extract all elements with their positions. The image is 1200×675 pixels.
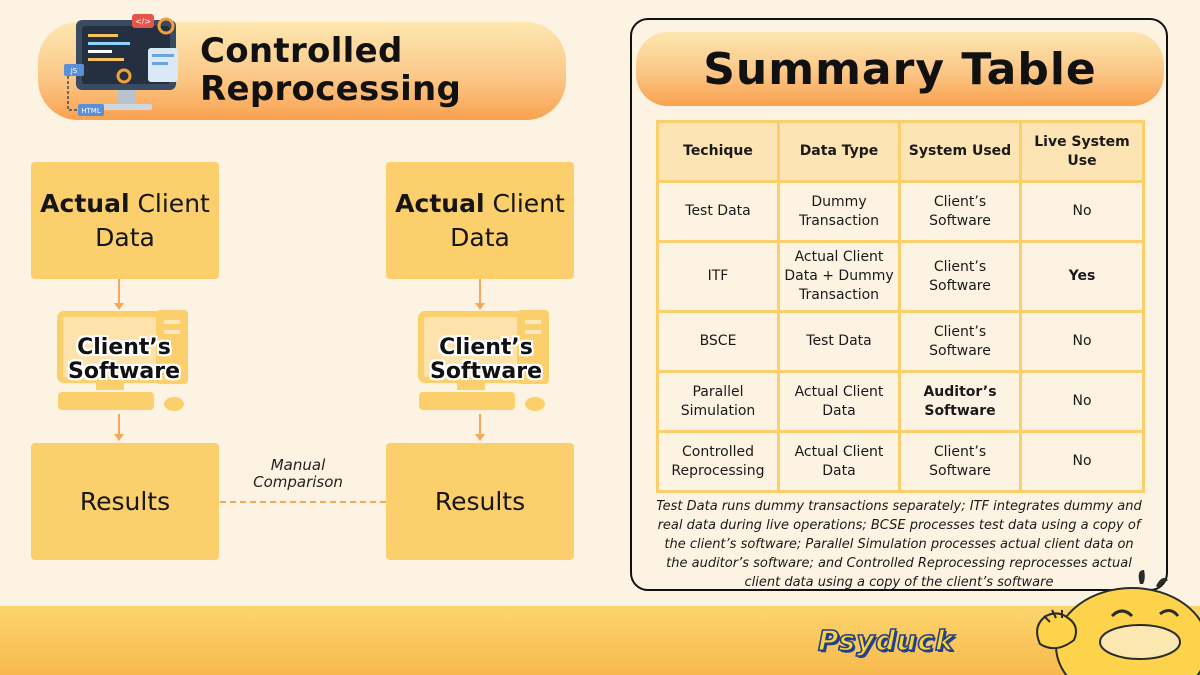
- left-arrow-bottom: [114, 434, 124, 441]
- left-result-label: Results: [79, 486, 171, 516]
- left-source-text: Client Data: [95, 188, 210, 252]
- header-technique: Techique: [656, 120, 780, 183]
- table-cell: No: [1019, 370, 1145, 433]
- left-software-label: Client’s Software: [68, 335, 180, 384]
- psyduck-mascot-icon: [1036, 570, 1200, 675]
- table-row: Controlled Reprocessing Actual Client Da…: [656, 430, 1145, 493]
- page-title: Controlled Reprocessing: [200, 31, 462, 109]
- table-cell: Client’s Software: [898, 180, 1022, 243]
- table-row: Test Data Dummy Transaction Client’s Sof…: [656, 180, 1145, 243]
- comparison-label: Manual Comparison: [253, 456, 343, 491]
- table-cell: No: [1019, 310, 1145, 373]
- table-row: Parallel Simulation Actual Client Data A…: [656, 370, 1145, 433]
- header-data-type: Data Type: [777, 120, 901, 183]
- table-cell: ITF: [656, 240, 780, 313]
- summary-title-bar: Summary Table: [636, 32, 1164, 106]
- table-cell: Yes: [1019, 240, 1145, 313]
- right-source-box: Actual Client Data: [386, 162, 574, 279]
- left-computer-icon: [57, 310, 188, 411]
- right-software-label: Client’s Software: [430, 335, 542, 384]
- table-cell: Parallel Simulation: [656, 370, 780, 433]
- table-row: ITF Actual Client Data + Dummy Transacti…: [656, 240, 1145, 313]
- left-source-bold: Actual: [40, 188, 130, 218]
- computer-code-monitor-icon: </> JS HTML: [64, 14, 178, 116]
- table-cell: Client’s Software: [898, 240, 1022, 313]
- table-cell: Controlled Reprocessing: [656, 430, 780, 493]
- html-tag-label: HTML: [81, 107, 101, 115]
- summary-note: Test Data runs dummy transactions separa…: [656, 499, 1142, 590]
- right-connector-bottom: [479, 414, 481, 436]
- table-cell: Test Data: [656, 180, 780, 243]
- left-connector-bottom: [118, 414, 120, 436]
- right-result-box: Results: [386, 443, 574, 560]
- header-live-system-use: Live System Use: [1019, 120, 1145, 183]
- left-source-box: Actual Client Data: [31, 162, 219, 279]
- footer-bar: [0, 606, 1200, 675]
- right-source-text: Client Data: [450, 188, 565, 252]
- table-cell: Actual Client Data + Dummy Transaction: [777, 240, 901, 313]
- code-tag-label: </>: [135, 17, 151, 26]
- table-cell: Actual Client Data: [777, 430, 901, 493]
- brand-logo: Psyduck CPA: [817, 623, 955, 675]
- summary-table: Techique Data Type System Used Live Syst…: [656, 120, 1145, 493]
- comparison-dashed-line: [220, 501, 386, 503]
- table-cell: Test Data: [777, 310, 901, 373]
- table-cell: Dummy Transaction: [777, 180, 901, 243]
- right-arrow-top: [475, 303, 485, 310]
- right-result-label: Results: [434, 486, 526, 516]
- left-connector-top: [118, 279, 120, 305]
- table-row: BSCE Test Data Client’s Software No: [656, 310, 1145, 373]
- table-cell: No: [1019, 180, 1145, 243]
- table-cell: Auditor’s Software: [898, 370, 1022, 433]
- table-cell: Client’s Software: [898, 430, 1022, 493]
- left-arrow-top: [114, 303, 124, 310]
- table-header-row: Techique Data Type System Used Live Syst…: [656, 120, 1145, 183]
- header-system-used: System Used: [898, 120, 1022, 183]
- table-cell: Client’s Software: [898, 310, 1022, 373]
- table-cell: Actual Client Data: [777, 370, 901, 433]
- left-result-box: Results: [31, 443, 219, 560]
- right-source-bold: Actual: [395, 188, 485, 218]
- summary-title: Summary Table: [703, 43, 1097, 95]
- right-connector-top: [479, 279, 481, 305]
- table-cell: No: [1019, 430, 1145, 493]
- table-cell: BSCE: [656, 310, 780, 373]
- right-computer-icon: [418, 310, 549, 411]
- right-arrow-bottom: [475, 434, 485, 441]
- js-tag-label: JS: [70, 67, 78, 75]
